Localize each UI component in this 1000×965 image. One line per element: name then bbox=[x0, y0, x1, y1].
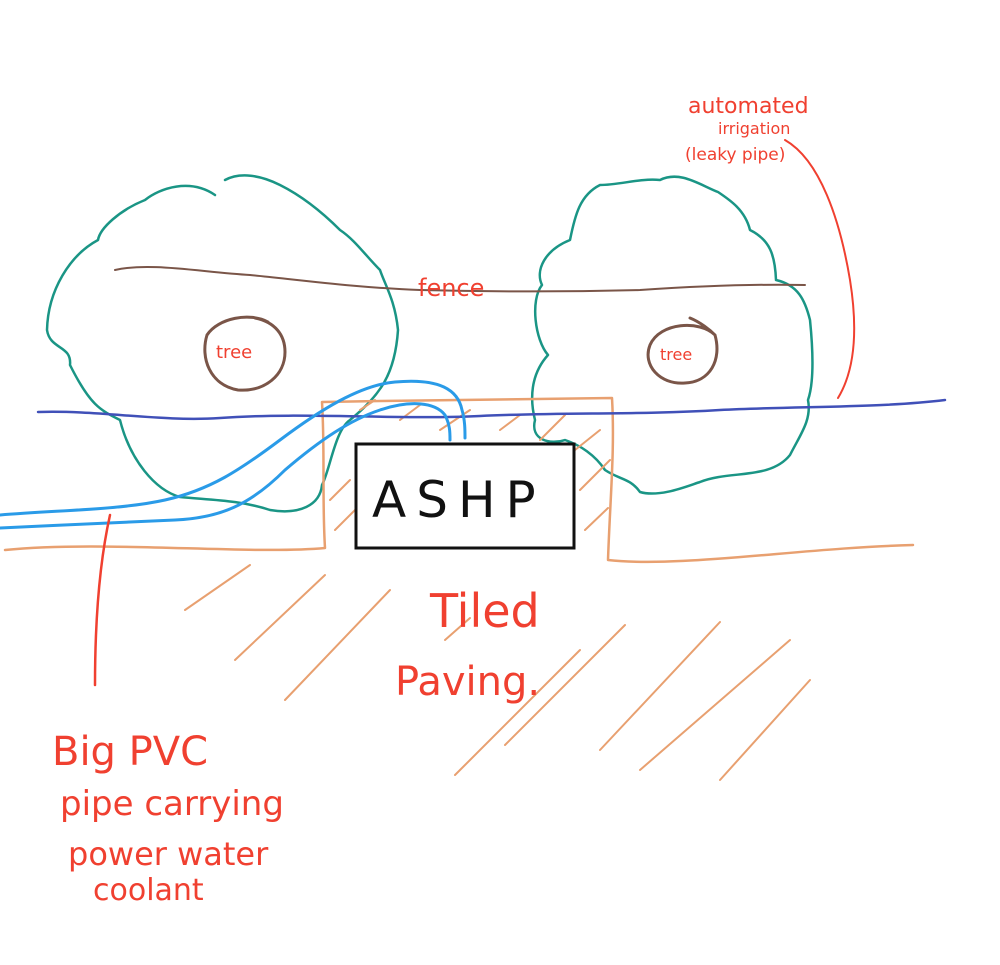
pipe-label-line3: power water bbox=[68, 835, 269, 873]
coolant-pipe-outer bbox=[0, 379, 467, 517]
irrigation-label-line1: automated bbox=[688, 94, 809, 119]
paving-hatching bbox=[184, 399, 811, 781]
pipe-label-line1: Big PVC bbox=[52, 729, 208, 775]
left-bush-outline bbox=[45, 174, 400, 513]
paving-outline bbox=[3, 396, 915, 564]
irrigation-label-line2: irrigation bbox=[718, 119, 790, 138]
coolant-pipe-inner bbox=[0, 402, 452, 530]
pipe-leader-line bbox=[93, 513, 112, 687]
pipe-label-line4: coolant bbox=[93, 873, 204, 908]
pipe-label-line2: pipe carrying bbox=[60, 784, 284, 824]
fence-line bbox=[114, 265, 806, 293]
right-tree-trunk bbox=[646, 316, 719, 385]
irrigation-label-line3: (leaky pipe) bbox=[685, 145, 785, 165]
paving-label-line1: Tiled bbox=[429, 584, 540, 638]
irrigation-leader-line bbox=[784, 139, 856, 399]
fence-label: fence bbox=[418, 274, 484, 302]
right-tree-label: tree bbox=[660, 345, 692, 364]
right-bush-outline bbox=[530, 175, 814, 495]
ashp-label: ASHP bbox=[372, 471, 546, 529]
ashp-unit: ASHP bbox=[354, 442, 576, 550]
left-tree-trunk bbox=[203, 315, 287, 392]
ashp-box bbox=[354, 442, 576, 550]
left-tree-label: tree bbox=[216, 342, 252, 363]
irrigation-pipe-line bbox=[36, 398, 947, 421]
paving-label-line2: Paving. bbox=[395, 659, 540, 705]
